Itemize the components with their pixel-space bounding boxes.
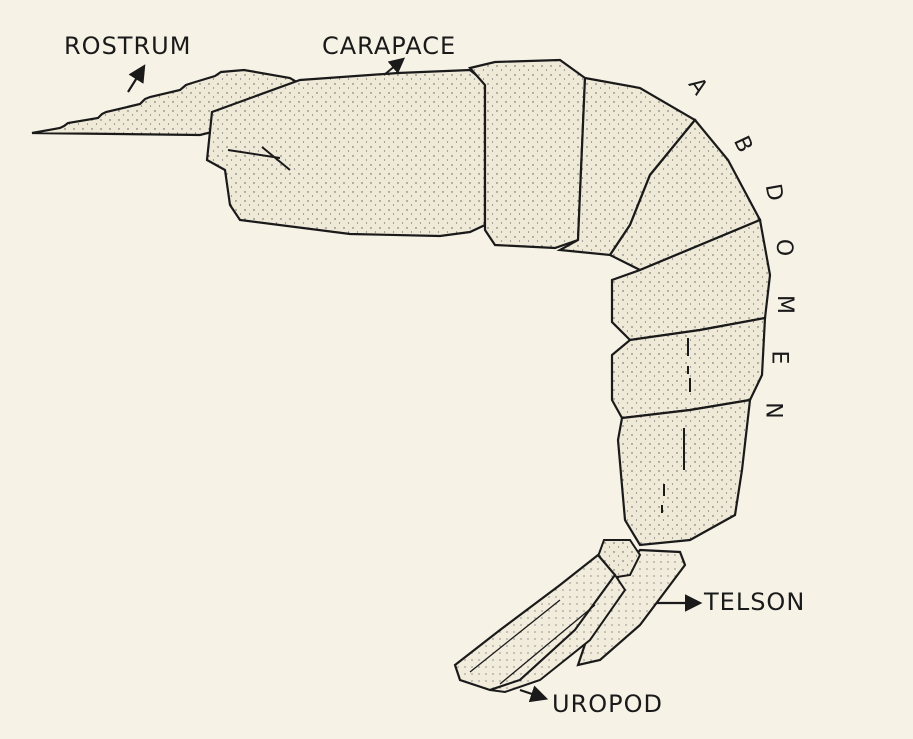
uropod-arrow — [520, 690, 544, 698]
abdomen-letter-o: O — [771, 239, 796, 256]
abdomen-segment-6 — [618, 400, 750, 545]
abdomen-letter-e: E — [766, 351, 791, 365]
telson-label: TELSON — [704, 588, 805, 616]
abdomen-letter-n: N — [761, 402, 786, 418]
carapace-label: CARAPACE — [322, 32, 456, 60]
uropod-label: UROPOD — [552, 690, 663, 718]
abdomen-letter-m: M — [772, 295, 797, 314]
abdomen-segment-1 — [470, 60, 585, 248]
rostrum-label: ROSTRUM — [64, 32, 191, 60]
rostrum-arrow — [128, 68, 143, 92]
